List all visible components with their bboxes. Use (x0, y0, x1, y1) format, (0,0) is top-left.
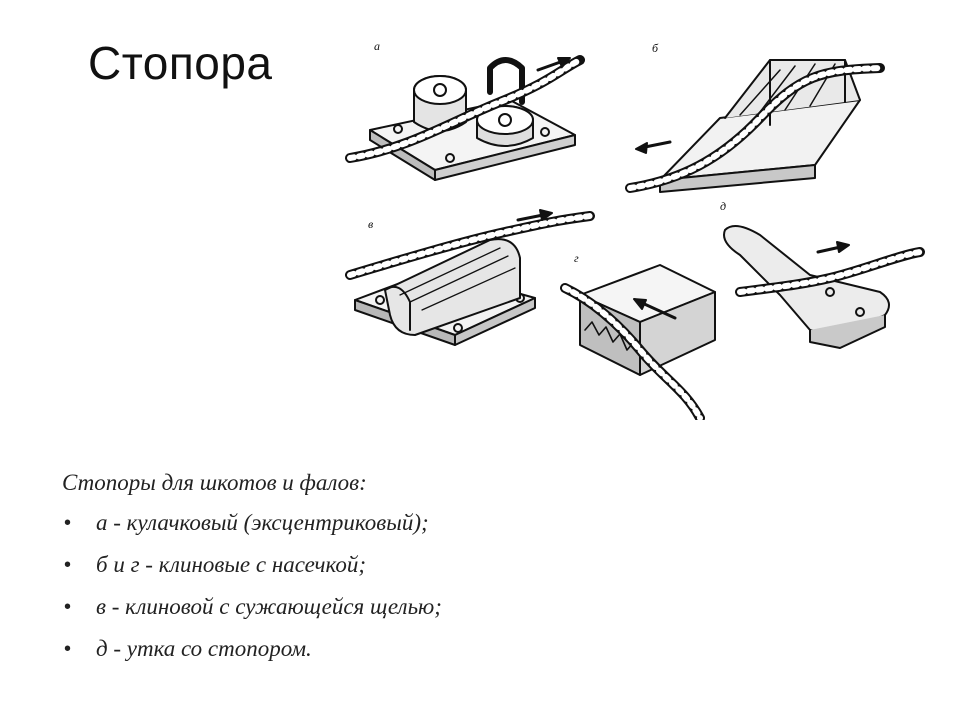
caption-intro: Стопоры для шкотов и фалов: (62, 470, 367, 495)
list-item: • а - кулачковый (эксцентриковый); (62, 508, 842, 538)
list-item: • б и г - клиновые с насечкой; (62, 550, 842, 580)
list-item-text: в - клиновой с сужающейся щелью; (96, 594, 442, 619)
panel-label-b: б (652, 41, 659, 55)
stoppers-illustration: а б (340, 30, 930, 420)
bullet-icon: • (64, 512, 72, 534)
panel-label-g: г (574, 251, 579, 265)
list-item-text: а - кулачковый (эксцентриковый); (96, 510, 429, 535)
list-item: • д - утка со стопором. (62, 634, 842, 664)
panel-b-wedge-stopper: б (625, 41, 885, 193)
panel-label-a: а (374, 39, 380, 53)
caption: Стопоры для шкотов и фалов: • а - кулачк… (62, 470, 842, 676)
slide-title: Стопора (88, 37, 273, 89)
panel-label-v: в (368, 217, 373, 231)
list-item-text: д - утка со стопором. (96, 636, 312, 661)
list-item: • в - клиновой с сужающейся щелью; (62, 592, 842, 622)
panel-g-serrated-stopper: г (560, 251, 716, 420)
panel-v-slot-stopper: в (345, 209, 595, 346)
bullet-icon: • (64, 596, 72, 618)
bullet-icon: • (64, 638, 72, 660)
panel-a-cam-stopper: а (345, 39, 585, 181)
panel-d-cleat-with-stopper: д (720, 199, 925, 349)
panel-label-d: д (720, 199, 726, 213)
list-item-text: б и г - клиновые с насечкой; (96, 552, 367, 577)
bullet-icon: • (64, 554, 72, 576)
caption-list: • а - кулачковый (эксцентриковый); • б и… (62, 508, 842, 664)
